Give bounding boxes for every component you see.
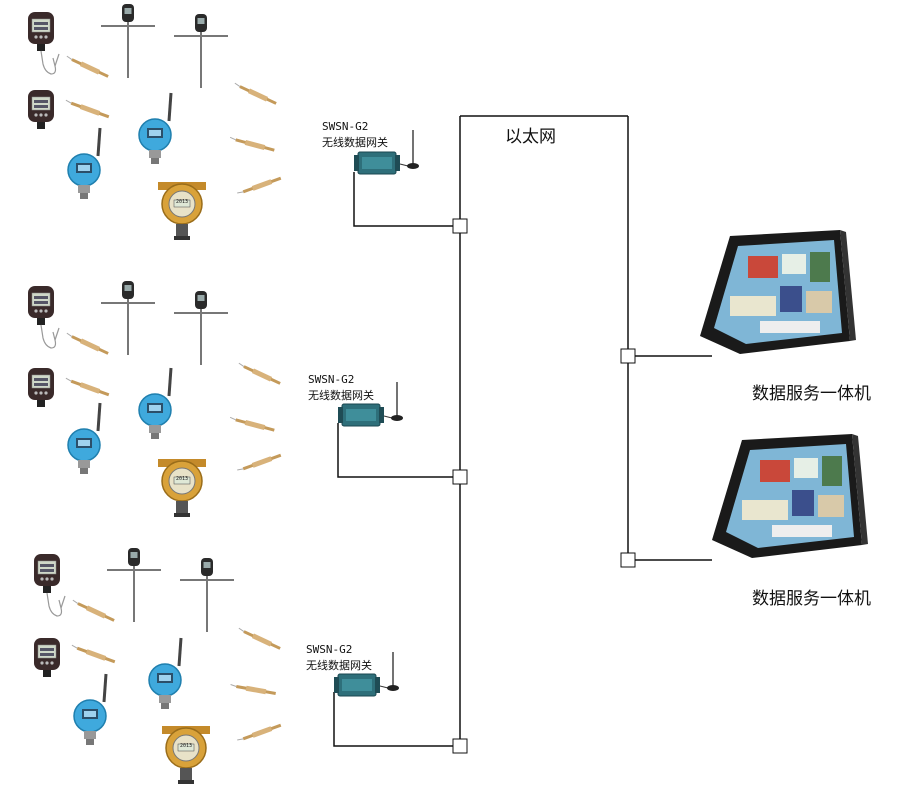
t-probe-sensor-icon (173, 13, 229, 89)
junction-nodes (452, 218, 636, 754)
gateway-name-label: 无线数据网关 (306, 658, 372, 672)
gateway-name-label: 无线数据网关 (308, 388, 374, 402)
sensor-cluster-2: 2013 (27, 280, 284, 518)
rtd-sensor-icon (235, 721, 284, 745)
gateway-2: SWSN-G2 无线数据网关 (308, 373, 404, 427)
wireless-transmitter-icon (66, 401, 102, 476)
rtd-sensor-icon (63, 53, 111, 81)
rtd-sensor-icon (227, 414, 277, 435)
t-probe-sensor-icon (173, 290, 229, 366)
gas-detector-icon (161, 725, 211, 785)
rtd-sensor-icon (69, 642, 118, 666)
t-probe-sensor-icon (100, 280, 156, 356)
digital-pressure-gauge-icon (28, 286, 59, 348)
ethernet-label: 以太网 (505, 127, 556, 147)
digital-pressure-gauge-icon (27, 89, 55, 130)
wireless-transmitter-icon (72, 672, 108, 747)
wireless-transmitter-icon (137, 366, 173, 441)
digital-pressure-gauge-icon (27, 367, 55, 408)
server-label: 数据服务一体机 (752, 384, 871, 404)
rtd-sensor-icon (63, 375, 112, 399)
gas-detector-display: 2013 (176, 199, 188, 205)
gateway-model-label: SWSN-G2 (322, 120, 368, 133)
junction-node (452, 469, 468, 485)
server-2: 数据服务一体机 (712, 434, 871, 609)
touch-panel-computer-icon (700, 230, 856, 354)
digital-pressure-gauge-icon (33, 637, 61, 678)
t-probe-sensor-icon (179, 557, 235, 633)
junction-node (452, 218, 468, 234)
gateway-model-label: SWSN-G2 (306, 643, 352, 656)
gateway-1: SWSN-G2 无线数据网关 (322, 120, 420, 175)
junction-node (620, 552, 636, 568)
junction-node (452, 738, 468, 754)
sensor-cluster-1: 2013 (27, 3, 284, 241)
wireless-transmitter-icon (66, 126, 102, 201)
rtd-sensor-icon (231, 80, 279, 108)
gateway-name-label: 无线数据网关 (322, 135, 388, 149)
t-probe-sensor-icon (100, 3, 156, 79)
gas-detector-icon (157, 181, 207, 241)
gateway-model-label: SWSN-G2 (308, 373, 354, 386)
rtd-sensor-icon (69, 597, 117, 625)
rtd-sensor-icon (235, 451, 284, 475)
rtd-sensor-icon (235, 360, 283, 388)
rtd-sensor-icon (228, 681, 278, 698)
rtd-sensor-icon (63, 330, 111, 358)
gas-detector-icon (157, 458, 207, 518)
rtd-sensor-icon (227, 134, 277, 155)
junction-node (620, 348, 636, 364)
wireless-transmitter-icon (137, 91, 173, 166)
rtd-sensor-icon (235, 625, 283, 653)
digital-pressure-gauge-icon (34, 554, 65, 616)
ethernet-bus (333, 115, 712, 747)
wireless-transmitter-icon (147, 636, 183, 711)
rtd-sensor-icon (63, 97, 112, 121)
rtd-sensor-icon (235, 174, 284, 198)
server-label: 数据服务一体机 (752, 589, 871, 609)
gateway-3: SWSN-G2 无线数据网关 (306, 643, 400, 697)
sensor-cluster-3: 2013 (33, 547, 284, 785)
touch-panel-computer-icon (712, 434, 868, 558)
server-1: 数据服务一体机 (700, 230, 871, 404)
digital-pressure-gauge-icon (28, 12, 59, 74)
t-probe-sensor-icon (106, 547, 162, 623)
gas-detector-display: 2013 (176, 476, 188, 482)
gas-detector-display: 2013 (180, 743, 192, 749)
